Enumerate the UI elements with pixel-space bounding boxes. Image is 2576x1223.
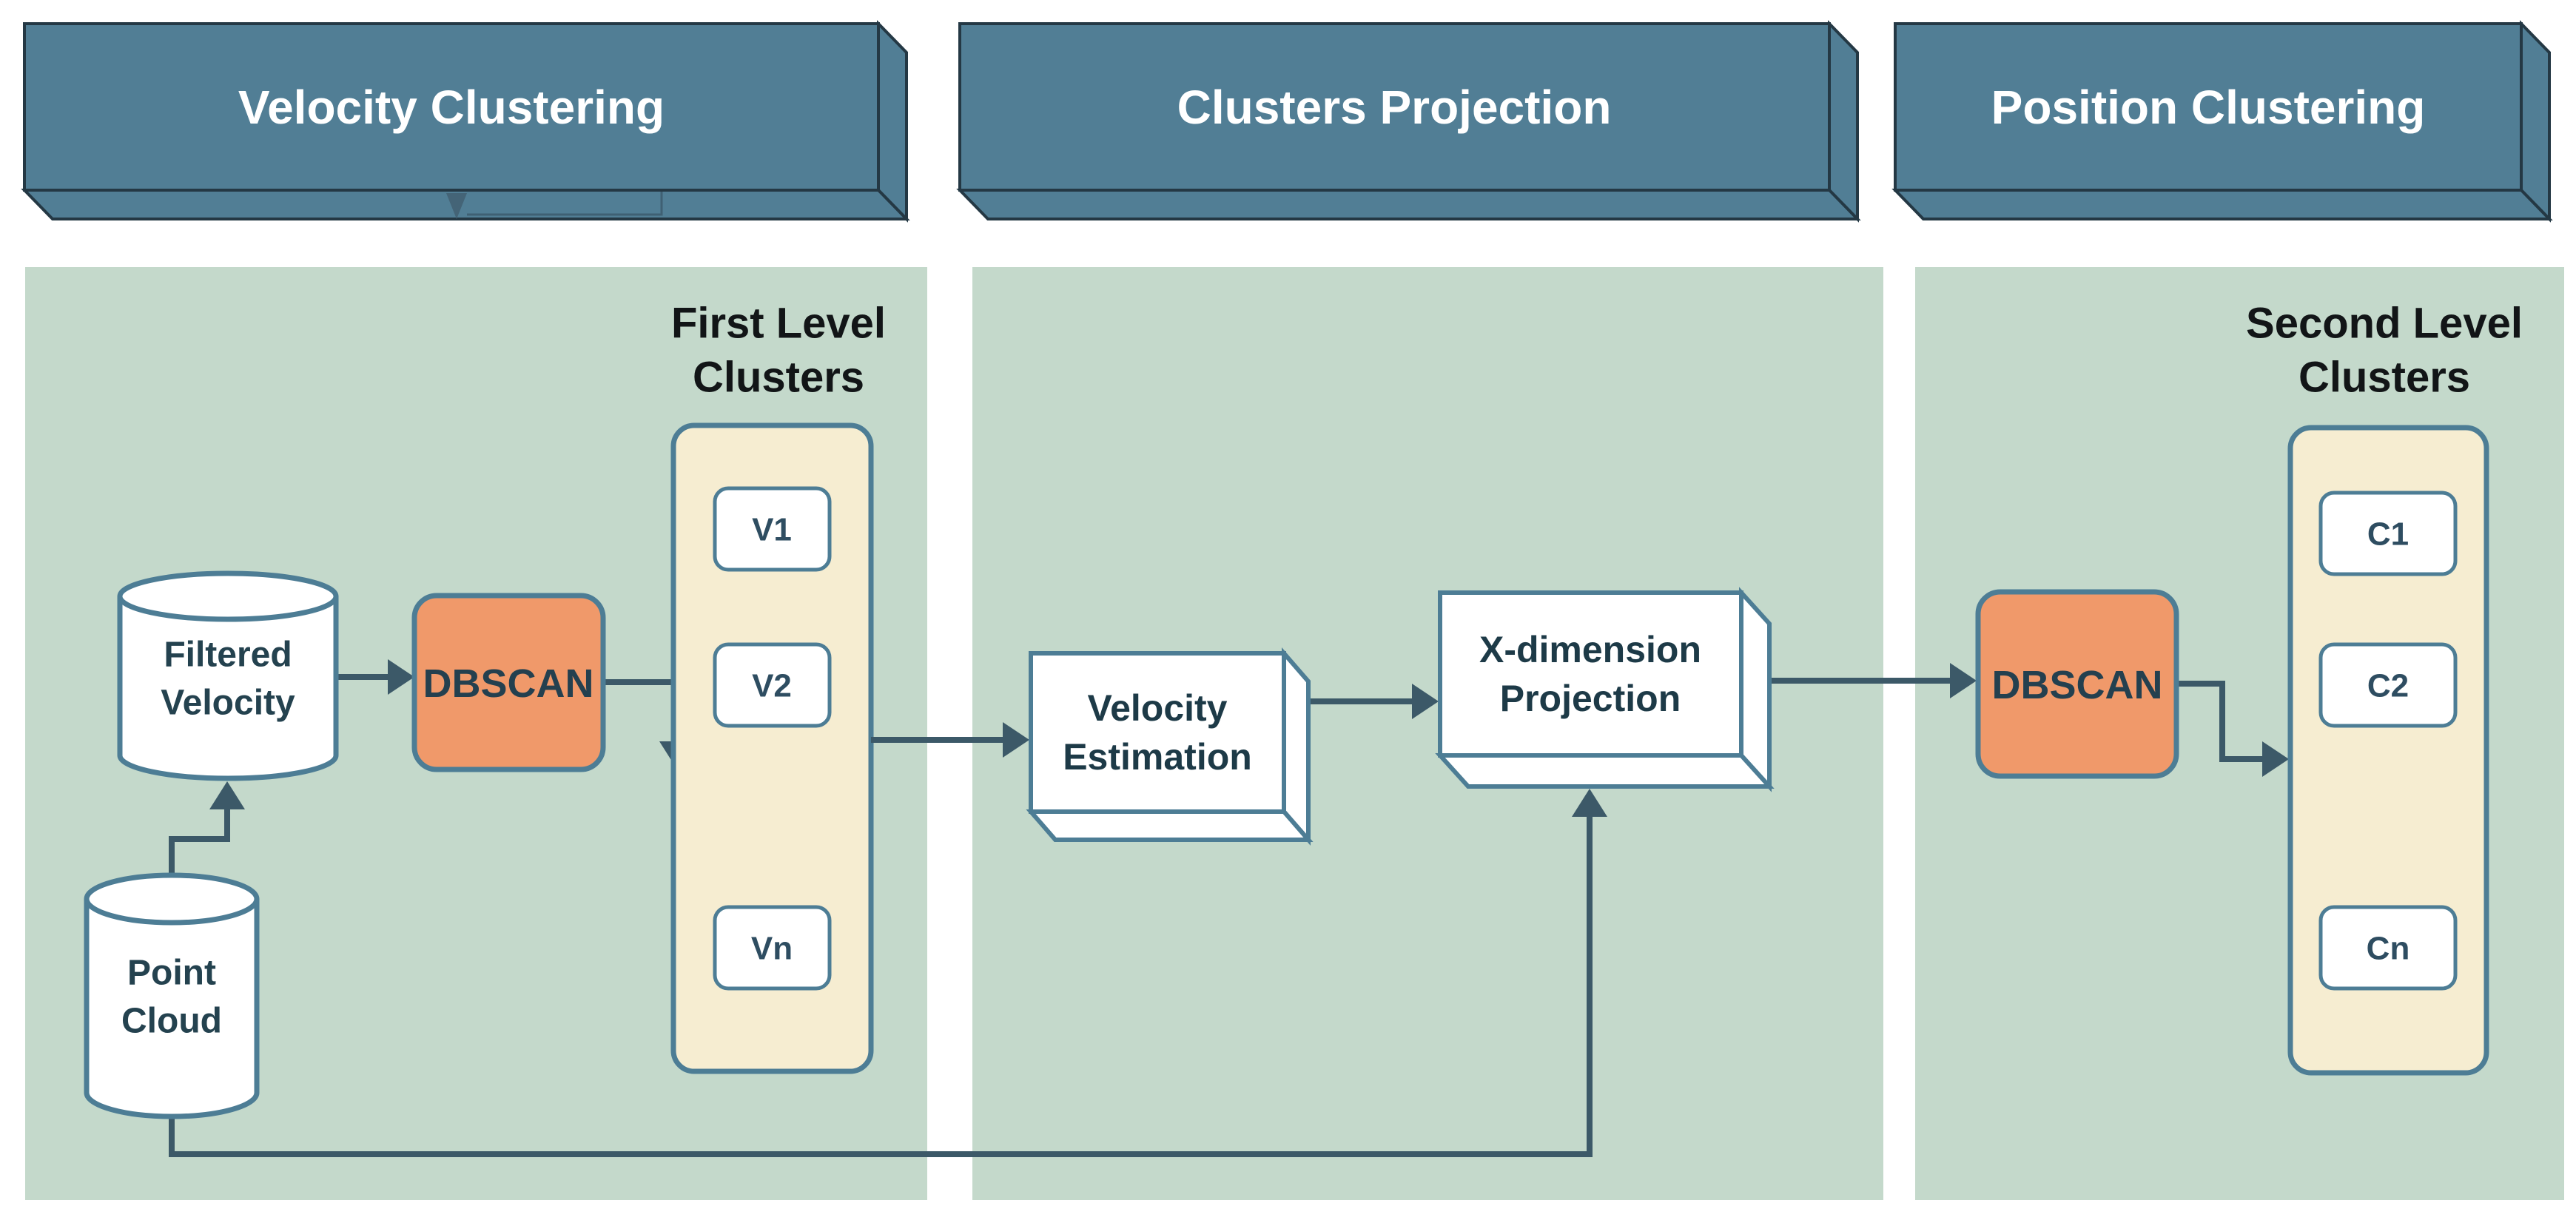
x-dimension-projection-process: X-dimension Projection xyxy=(1435,587,1775,792)
second-level-clusters-container: C1 C2 Cn xyxy=(2287,425,2489,1076)
banner-velocity-clustering: Velocity Clustering xyxy=(21,20,910,223)
arrowhead-into-xprojection-bottom xyxy=(1572,789,1607,817)
point-cloud-datastore: Point Cloud xyxy=(84,872,260,1119)
arrowheads-panel2 xyxy=(1003,663,1977,758)
cluster-item-v2-label: V2 xyxy=(752,668,792,704)
banner3-front-face xyxy=(1894,22,2523,192)
dbscan2-label: DBSCAN xyxy=(1991,663,2162,707)
banner1-down-arrow-artifact xyxy=(446,193,467,219)
arrowhead-into-filteredvelocity xyxy=(209,781,245,809)
banner1-hidden-edge-artifact xyxy=(467,192,663,216)
cluster-item-vn-label: Vn xyxy=(751,931,793,967)
velocity-estimation-right-face xyxy=(1282,647,1311,846)
banner2-right-face xyxy=(1828,20,1859,223)
first-level-clusters-label: First Level Clusters xyxy=(671,300,886,402)
filtered-velocity-datastore: Filtered Velocity xyxy=(117,570,339,781)
first-level-label-line2: Clusters xyxy=(693,354,864,402)
banner3-title: Position Clustering xyxy=(1991,81,2426,134)
arrowhead-into-dbscan2 xyxy=(1950,663,1977,698)
cluster-item-v1 xyxy=(713,486,832,572)
dbscan1-label: DBSCAN xyxy=(423,661,593,706)
banner-position-clustering: Position Clustering xyxy=(1891,20,2553,223)
cluster-item-cn xyxy=(2318,905,2458,991)
arrowheads-panel3 xyxy=(2262,741,2289,777)
dbscan2-box xyxy=(1975,589,2179,779)
connectors-panel2 xyxy=(871,678,1950,743)
point-cloud-top xyxy=(84,872,260,926)
point-cloud-body xyxy=(84,899,260,1119)
cluster-item-c2 xyxy=(2318,642,2458,728)
banner1-right-face xyxy=(877,20,908,223)
velocity-estimation-bottom-face xyxy=(1026,809,1314,842)
connector-pointcloud-filteredvelocity xyxy=(169,809,230,880)
filtered-velocity-body xyxy=(117,596,339,781)
dbscan-position-node: DBSCAN xyxy=(1975,589,2179,779)
point-cloud-label-line2: Cloud xyxy=(121,1002,222,1041)
filtered-velocity-label-line2: Velocity xyxy=(161,684,295,723)
velocity-estimation-label-line2: Estimation xyxy=(1063,736,1252,778)
x-projection-label-line2: Projection xyxy=(1500,678,1681,719)
second-level-label-line1: Second Level xyxy=(2246,300,2523,348)
banner2-bottom-face xyxy=(956,189,1861,220)
x-projection-label-line1: X-dimension xyxy=(1479,629,1701,670)
velocity-estimation-front-face xyxy=(1029,651,1286,814)
arrowhead-into-velocityestimation xyxy=(1003,722,1029,758)
x-projection-bottom-face xyxy=(1435,753,1775,789)
arrowhead-into-xprojection xyxy=(1412,684,1439,719)
banner1-title: Velocity Clustering xyxy=(238,81,665,134)
cluster-item-c1 xyxy=(2318,491,2458,576)
point-cloud-label-line1: Point xyxy=(127,954,216,993)
filtered-velocity-top xyxy=(117,570,339,622)
cluster-item-cn-label: Cn xyxy=(2367,931,2410,967)
second-level-clusters-label: Second Level Clusters xyxy=(2246,300,2523,402)
cluster-item-vn xyxy=(713,905,832,991)
first-level-clusters-container: V1 V2 Vn xyxy=(670,422,874,1074)
cluster-item-v1-label: V1 xyxy=(752,512,792,548)
velocity-estimation-process: Velocity Estimation xyxy=(1026,647,1314,846)
arrowhead-into-clusters2 xyxy=(2262,741,2289,777)
dbscan-velocity-node: DBSCAN xyxy=(411,593,606,772)
x-projection-front-face xyxy=(1438,590,1743,758)
cluster-item-c2-label: C2 xyxy=(2367,668,2409,704)
banner3-right-face xyxy=(2520,20,2551,223)
filtered-velocity-label-line1: Filtered xyxy=(164,636,292,675)
connector-dbscan2-clusters2 xyxy=(2176,681,2262,762)
cluster-item-c1-label: C1 xyxy=(2367,516,2409,553)
banner1-front-face xyxy=(23,22,880,192)
banner2-front-face xyxy=(958,22,1831,192)
cluster-item-v2 xyxy=(713,642,832,728)
velocity-estimation-label-line1: Velocity xyxy=(1088,687,1228,729)
dbscan1-box xyxy=(411,593,606,772)
arrowhead-into-dbscan1 xyxy=(388,659,414,695)
connector-pointcloud-xprojection xyxy=(169,816,1593,1157)
connectors-panel3 xyxy=(2176,681,2262,762)
banner2-title: Clusters Projection xyxy=(1177,81,1612,134)
second-level-label-line2: Clusters xyxy=(2298,354,2470,402)
banner-clusters-projection: Clusters Projection xyxy=(956,20,1861,223)
first-level-label-line1: First Level xyxy=(671,300,886,348)
banner3-bottom-face xyxy=(1891,189,2553,220)
